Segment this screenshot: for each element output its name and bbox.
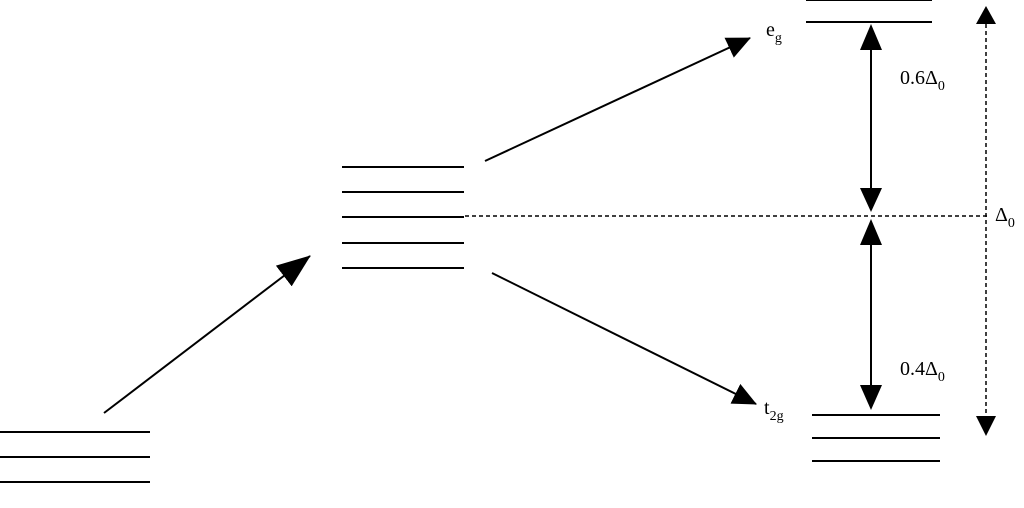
- total-split-arrowhead-bottom: [976, 416, 996, 436]
- arrow-to-t2g: [491, 272, 757, 405]
- arrow-to-eg: [484, 37, 751, 162]
- lower-split-arrowhead-top: [860, 219, 882, 245]
- upper-split-arrowhead-top: [860, 24, 882, 50]
- lower-split-arrowhead-bottom: [860, 385, 882, 410]
- eg-label: eg: [766, 19, 782, 46]
- upper-split-label: 0.6Δ0: [900, 67, 945, 94]
- eg-levels: [806, 0, 932, 23]
- t2g-label: t2g: [764, 397, 784, 424]
- total-split-label: Δ0: [995, 204, 1015, 231]
- free-ion-levels: [0, 431, 150, 483]
- t2g-levels: [812, 414, 940, 462]
- lower-split-label: 0.4Δ0: [900, 358, 945, 385]
- spherical-field-levels: [342, 166, 464, 269]
- arrow-to-spherical-field: [103, 255, 311, 414]
- upper-split-arrowhead-bottom: [860, 188, 882, 212]
- total-split-arrowhead-top: [976, 6, 996, 24]
